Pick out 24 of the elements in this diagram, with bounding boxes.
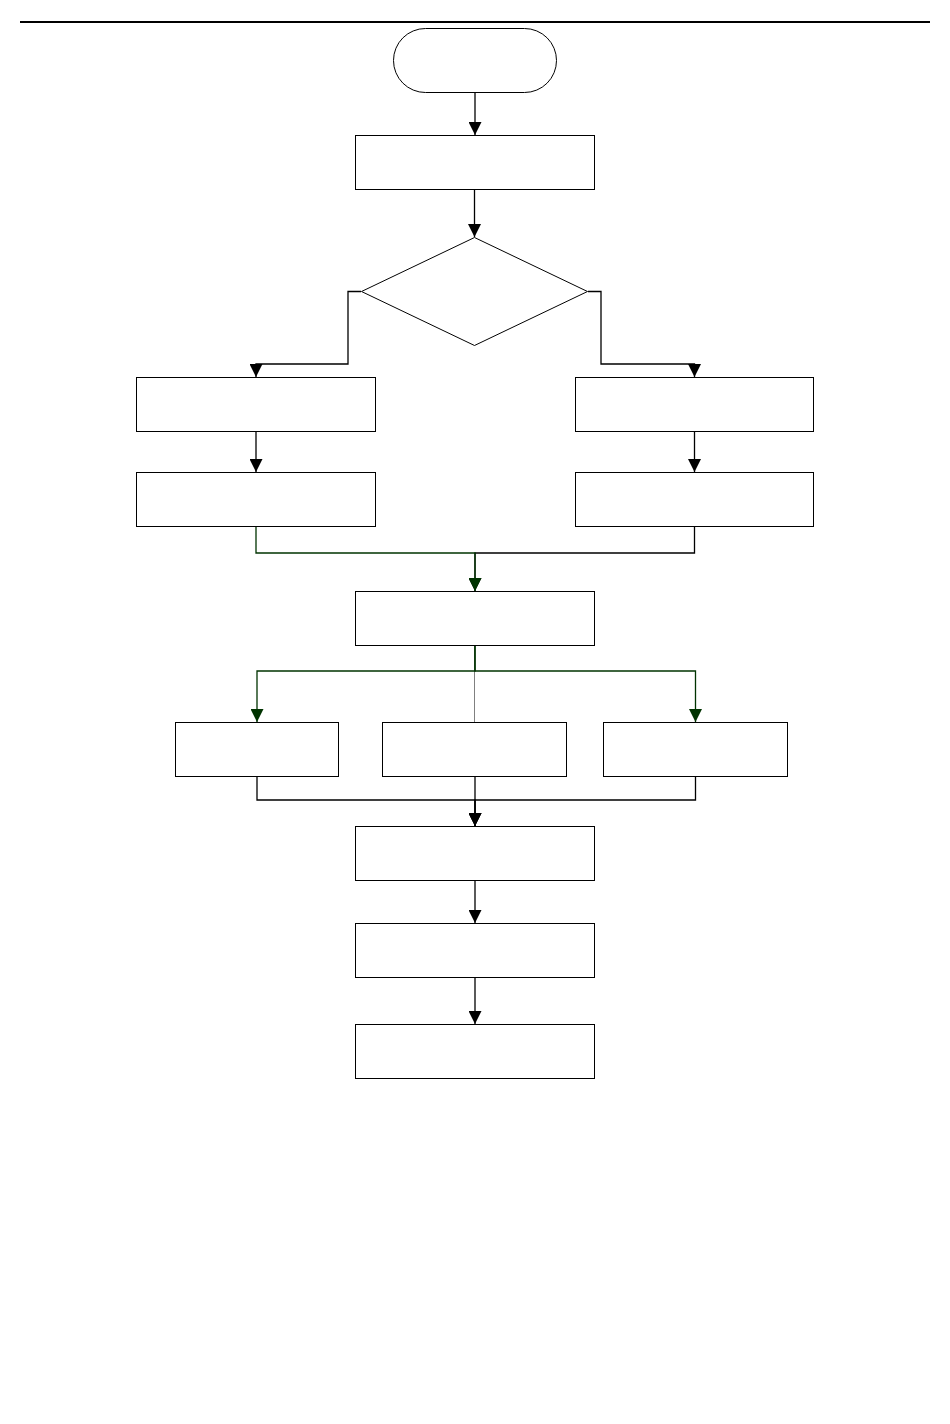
arrow [468,776,697,827]
arrow [249,290,362,378]
arrow [468,92,482,136]
arrow [468,189,481,238]
process-box [382,722,567,777]
arrow [468,880,482,924]
process-box [575,472,814,527]
arrow [688,431,701,473]
arrow [255,526,482,592]
process-box [355,135,595,190]
arrow [468,977,482,1025]
process-box [175,722,339,777]
process-box [575,377,814,432]
process-box [355,826,595,881]
arrow [474,645,702,723]
arrow [587,290,701,378]
process-box [603,722,788,777]
arrow [249,431,263,473]
process-box [355,1024,595,1079]
process-box [355,591,595,646]
process-box [136,472,376,527]
decision-diamond [361,237,588,346]
process-box [136,377,376,432]
process-box [355,923,595,978]
